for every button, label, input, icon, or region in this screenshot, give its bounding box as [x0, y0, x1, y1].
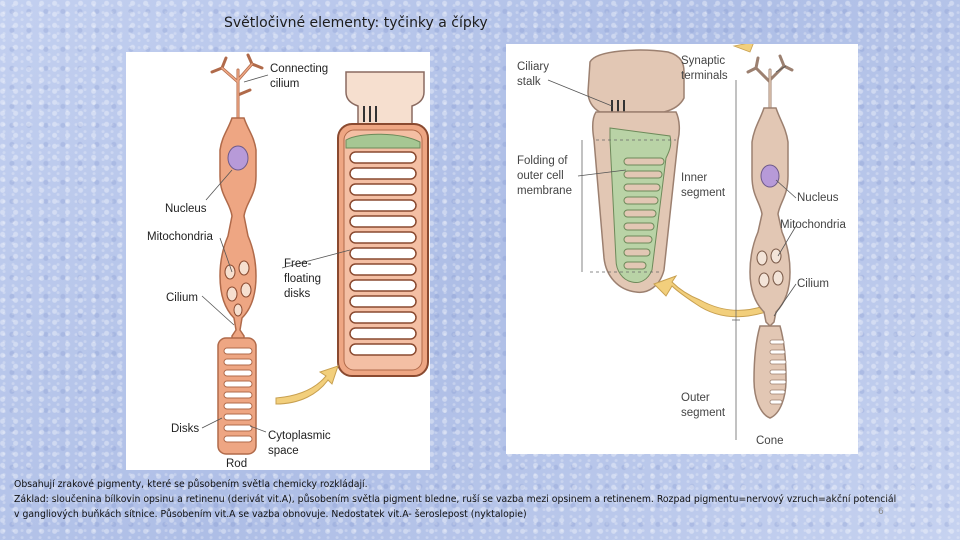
- cone-inner-segment: [749, 107, 791, 328]
- label-rod: Rod: [226, 458, 247, 470]
- slide-title: Světločivné elementy: tyčinky a čípky: [224, 15, 488, 31]
- label-ciliary-stalk: Ciliary stalk: [517, 61, 552, 88]
- label-rod-mitochondria: Mitochondria: [147, 231, 213, 243]
- label-inner-segment: Inner segment: [681, 172, 726, 199]
- label-rod-disks: Disks: [171, 423, 199, 435]
- rod-nucleus: [227, 145, 249, 171]
- label-free-floating-disks: Free- floating disks: [284, 258, 324, 300]
- cone-zoom-arrow: [653, 275, 767, 318]
- rod-free-floating-disks: [349, 151, 417, 356]
- cone-leader-lines: [547, 65, 797, 317]
- rod-synaptic-dendrites: [210, 53, 264, 122]
- label-cone-nucleus: Nucleus: [797, 192, 839, 204]
- caption-text: Obsahují zrakové pigmenty, které se půso…: [14, 477, 949, 522]
- rod-cutaway-cilium: [363, 106, 377, 122]
- cone-cutaway-top: [587, 49, 685, 113]
- cone-top-marker: [732, 44, 754, 53]
- cone-dashed-lines: [590, 139, 676, 273]
- rod-cutaway-cap: [345, 133, 421, 149]
- cone-cutaway-green: [609, 127, 672, 283]
- rod-zoom-arrow: [275, 365, 339, 405]
- rod-diagram: Connecting cilium Nucleus Mitochondria F…: [147, 53, 429, 470]
- cone-diagram: Ciliary stalk Synaptic terminals Folding…: [517, 44, 846, 447]
- cone-nucleus: [760, 164, 780, 188]
- caption-line-1: Obsahují zrakové pigmenty, které se půso…: [14, 479, 368, 490]
- label-cone-cilium: Cilium: [797, 278, 829, 290]
- slide-number: 6: [878, 507, 884, 517]
- cone-outer-folds: [769, 339, 787, 405]
- label-rod-nucleus: Nucleus: [165, 203, 207, 215]
- rod-mitochondria: [224, 260, 252, 317]
- label-rod-cilium: Cilium: [166, 292, 198, 304]
- caption-line-2: Základ: sloučenina bílkovin opsinu a ret…: [14, 494, 897, 505]
- label-synaptic-terminals: Synaptic terminals: [681, 55, 728, 82]
- label-outer-segment: Outer segment: [681, 392, 726, 419]
- label-cone-mitochondria: Mitochondria: [780, 219, 846, 231]
- label-connecting-cilium: Connecting cilium: [270, 63, 331, 90]
- rod-leader-lines: [201, 74, 351, 433]
- cone-diagram-panel: [506, 44, 858, 454]
- cone-mitochondria: [756, 248, 784, 288]
- caption-line-3: v gangliových buňkách sítnice. Působením…: [14, 509, 527, 520]
- rod-synaptic-dendrites-fill: [221, 63, 253, 121]
- cone-segment-brackets: [732, 80, 740, 440]
- label-cytoplasmic-space: Cytoplasmic space: [268, 430, 334, 457]
- rod-cutaway-top: [345, 71, 425, 125]
- label-cone: Cone: [756, 435, 784, 447]
- label-folding-membrane: Folding of outer cell membrane: [517, 155, 572, 197]
- cone-membrane-folds: [623, 157, 665, 270]
- rod-disks: [223, 347, 253, 443]
